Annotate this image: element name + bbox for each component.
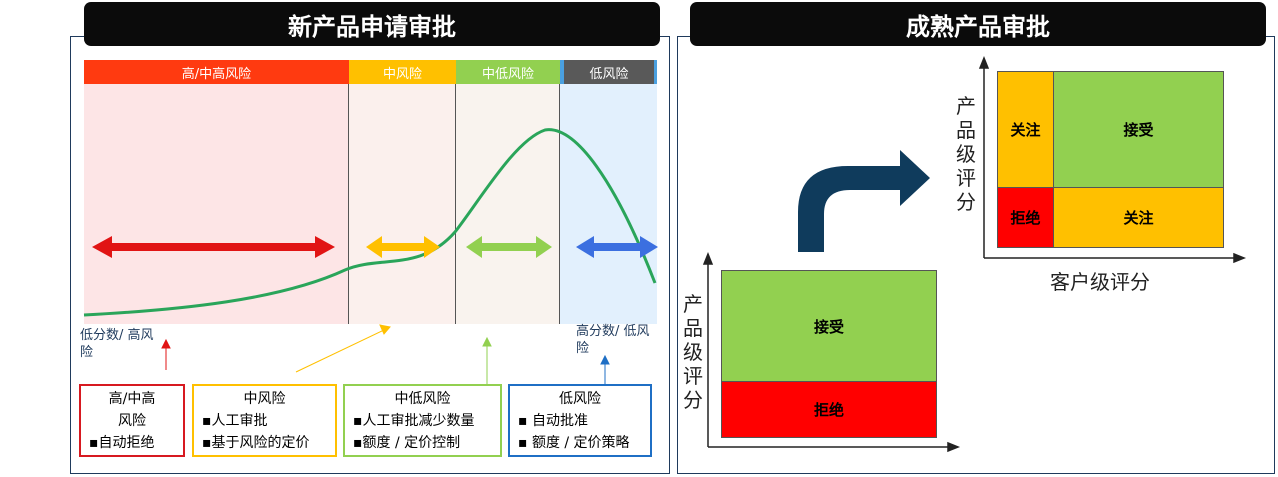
zone-bg-low xyxy=(560,84,657,324)
double-arrow-medium-low xyxy=(466,236,552,258)
large-matrix-axes xyxy=(978,55,1247,264)
box-high-risk-item: ▪自动拒绝 xyxy=(89,435,155,451)
box-high-risk-title: 高/中高 xyxy=(108,391,156,407)
box-medium-risk-title: 中风险 xyxy=(243,391,286,407)
box-low-risk-item: ▪ 自动批准 xyxy=(518,413,588,429)
score-distribution-curve xyxy=(83,128,657,317)
double-arrow-high xyxy=(92,236,335,258)
small-matrix-accept: 接受 xyxy=(721,270,937,382)
zone-divider xyxy=(455,60,456,324)
box-medium-risk-item: ▪基于风险的定价 xyxy=(202,435,310,451)
box-low-risk: 低风险 ▪ 自动批准 ▪ 额度 / 定价策略 xyxy=(508,384,652,457)
zone-divider xyxy=(559,60,560,324)
left-panel-title: 新产品申请审批 xyxy=(84,2,660,46)
zone-header-high: 高/中高风险 xyxy=(84,60,349,84)
box-high-risk: 高/中高 风险 ▪自动拒绝 xyxy=(79,384,185,457)
zone-header-medium: 中风险 xyxy=(349,60,456,84)
large-matrix-x-label: 客户级评分 xyxy=(1050,270,1150,294)
box-medium-low-risk-item: ▪人工审批减少数量 xyxy=(353,413,475,429)
pointer-arrow-high xyxy=(161,338,171,370)
large-matrix-accept: 接受 xyxy=(1053,71,1224,188)
small-matrix-axes xyxy=(702,251,961,453)
box-high-risk-title2: 风险 xyxy=(118,413,146,429)
pointer-arrow-low xyxy=(600,354,610,385)
small-matrix-reject: 拒绝 xyxy=(721,381,937,438)
box-medium-risk-item: ▪人工审批 xyxy=(202,413,268,429)
zone-header-medium-low: 中低风险 xyxy=(456,60,560,84)
right-panel-title: 成熟产品审批 xyxy=(690,2,1266,46)
box-medium-low-risk-title: 中低风险 xyxy=(394,391,451,407)
box-medium-low-risk-item: ▪额度 / 定价控制 xyxy=(353,435,461,451)
zone-bg-medium xyxy=(349,84,456,324)
pointer-arrow-medium xyxy=(295,324,391,373)
box-low-risk-title: 低风险 xyxy=(559,391,601,407)
high-score-low-risk-note: 高分数/ 低风险 xyxy=(576,324,650,356)
large-matrix-watch-top: 关注 xyxy=(997,71,1054,188)
large-matrix-y-label: 产品级评分 xyxy=(956,94,976,214)
large-matrix-watch-bottom: 关注 xyxy=(1053,187,1224,248)
double-arrow-low xyxy=(576,236,658,258)
box-medium-low-risk: 中低风险 ▪人工审批减少数量 ▪额度 / 定价控制 xyxy=(343,384,502,457)
zone-header-low: 低风险 xyxy=(564,60,654,84)
large-matrix-reject: 拒绝 xyxy=(997,187,1054,248)
zone-bg-medium-low xyxy=(456,84,560,324)
zone-divider xyxy=(348,60,349,324)
low-score-high-risk-note: 低分数/ 高风险 xyxy=(80,328,154,360)
double-arrow-medium xyxy=(366,236,440,258)
pointer-arrow-medium-low xyxy=(482,336,492,385)
transition-arrow xyxy=(798,150,930,252)
small-matrix-y-label: 产品级评分 xyxy=(683,292,703,412)
box-medium-risk: 中风险 ▪人工审批 ▪基于风险的定价 xyxy=(192,384,337,457)
box-low-risk-item: ▪ 额度 / 定价策略 xyxy=(518,435,630,451)
